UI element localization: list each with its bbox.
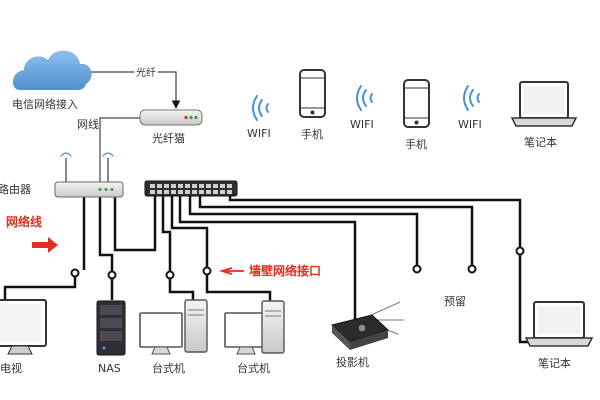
tv-drop-line	[3, 276, 77, 300]
arrow-left-icon	[218, 267, 244, 275]
switch-icon	[144, 180, 238, 197]
phone-label: 手机	[405, 137, 427, 151]
projector-icon	[330, 301, 404, 350]
projector-label: 投影机	[336, 355, 369, 369]
switch-laptop-line	[228, 196, 522, 248]
network-cable-label: 网络线	[6, 214, 42, 229]
switch-desktop1-line	[161, 196, 172, 272]
laptop-drop-line	[518, 254, 534, 344]
laptop-label: 笔记本	[524, 135, 557, 149]
wiring	[3, 71, 534, 344]
switch-reserved1-line	[188, 196, 419, 266]
wall-port[interactable]	[107, 270, 117, 280]
wifi-label: WIFI	[350, 118, 374, 131]
phone-icon	[299, 69, 326, 118]
desktop-label: 台式机	[152, 361, 185, 375]
wifi-icon	[252, 95, 269, 121]
router-nas-line	[98, 197, 114, 272]
modem-router-line	[99, 117, 140, 184]
wall-port[interactable]	[165, 270, 175, 280]
wifi-icon	[463, 85, 480, 111]
arrow-right-icon	[32, 237, 58, 253]
cloud-icon	[12, 50, 92, 90]
nas-label: NAS	[98, 362, 121, 375]
tv-icon	[0, 299, 47, 355]
switch-desktop2-line	[170, 196, 209, 268]
wall-port[interactable]	[70, 268, 80, 278]
cable-label: 网线	[77, 117, 99, 131]
nas-icon	[96, 300, 126, 356]
phone-label: 手机	[301, 127, 323, 141]
laptop-icon	[524, 301, 594, 347]
wall-ports	[70, 246, 525, 280]
wall-port-label: 墙壁网络接口	[249, 263, 321, 278]
router-icon	[54, 152, 124, 198]
modem-icon	[139, 109, 203, 126]
fiber-line	[84, 71, 181, 109]
router-label: 路由器	[0, 182, 31, 196]
laptop-icon	[510, 81, 578, 127]
wifi-label: WIFI	[247, 127, 271, 140]
switch-projector-line	[178, 196, 357, 320]
fiber-label: 光纤	[136, 66, 156, 79]
reserved-label: 预留	[444, 295, 466, 308]
wall-port[interactable]	[467, 264, 477, 274]
router-switch-line	[113, 196, 157, 252]
laptop-label: 笔记本	[538, 356, 571, 370]
wall-port[interactable]	[515, 246, 525, 256]
telecom-label: 电信网络接入	[12, 97, 78, 111]
desktop2-drop-line	[205, 274, 272, 303]
wall-port[interactable]	[412, 264, 422, 274]
desktop-label: 台式机	[237, 361, 270, 375]
desktop-icon	[139, 299, 208, 355]
tv-label: 电视	[0, 361, 22, 375]
wall-port[interactable]	[202, 266, 212, 276]
switch-reserved2-line	[198, 196, 474, 266]
wifi-label: WIFI	[458, 118, 482, 131]
wifi-icon	[356, 85, 373, 111]
desktop-icon	[224, 300, 285, 355]
phone-icon	[403, 79, 430, 128]
desktop1-drop-line	[168, 278, 195, 300]
modem-label: 光纤猫	[152, 131, 185, 145]
